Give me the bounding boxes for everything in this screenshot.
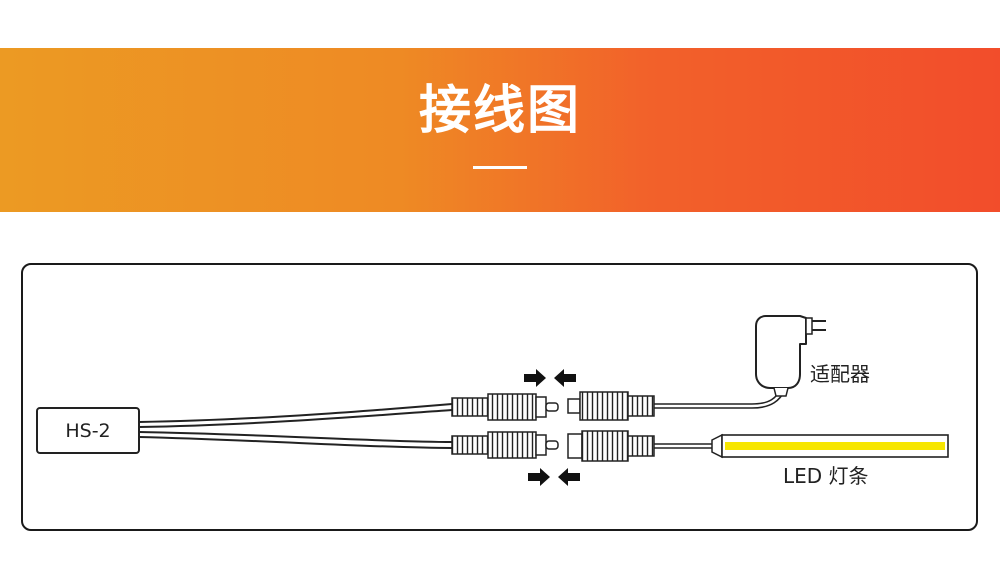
page-title: 接线图 bbox=[418, 81, 581, 141]
arrow-left-icon bbox=[554, 369, 576, 387]
lower-connect-arrows bbox=[528, 468, 580, 486]
controller-cables bbox=[138, 403, 453, 449]
controller-label: HS-2 bbox=[65, 420, 110, 442]
arrow-right-icon bbox=[524, 369, 546, 387]
strip-cable bbox=[654, 443, 712, 449]
adapter-plug-connector bbox=[567, 391, 655, 421]
upper-connect-arrows bbox=[524, 369, 576, 387]
controller-box: HS-2 bbox=[36, 407, 140, 454]
power-adapter-icon bbox=[755, 315, 826, 397]
led-strip bbox=[711, 433, 949, 459]
arrow-right-icon bbox=[528, 468, 550, 486]
strip-plug-connector bbox=[567, 430, 655, 462]
adapter-label: 适配器 bbox=[810, 362, 870, 386]
strip-label: LED 灯条 bbox=[783, 464, 869, 488]
adapter-cable bbox=[654, 387, 786, 409]
upper-male-connector bbox=[451, 393, 559, 421]
title-underline bbox=[473, 166, 527, 169]
lower-male-connector bbox=[451, 431, 559, 459]
arrow-left-icon bbox=[558, 468, 580, 486]
header-banner bbox=[0, 48, 1000, 212]
